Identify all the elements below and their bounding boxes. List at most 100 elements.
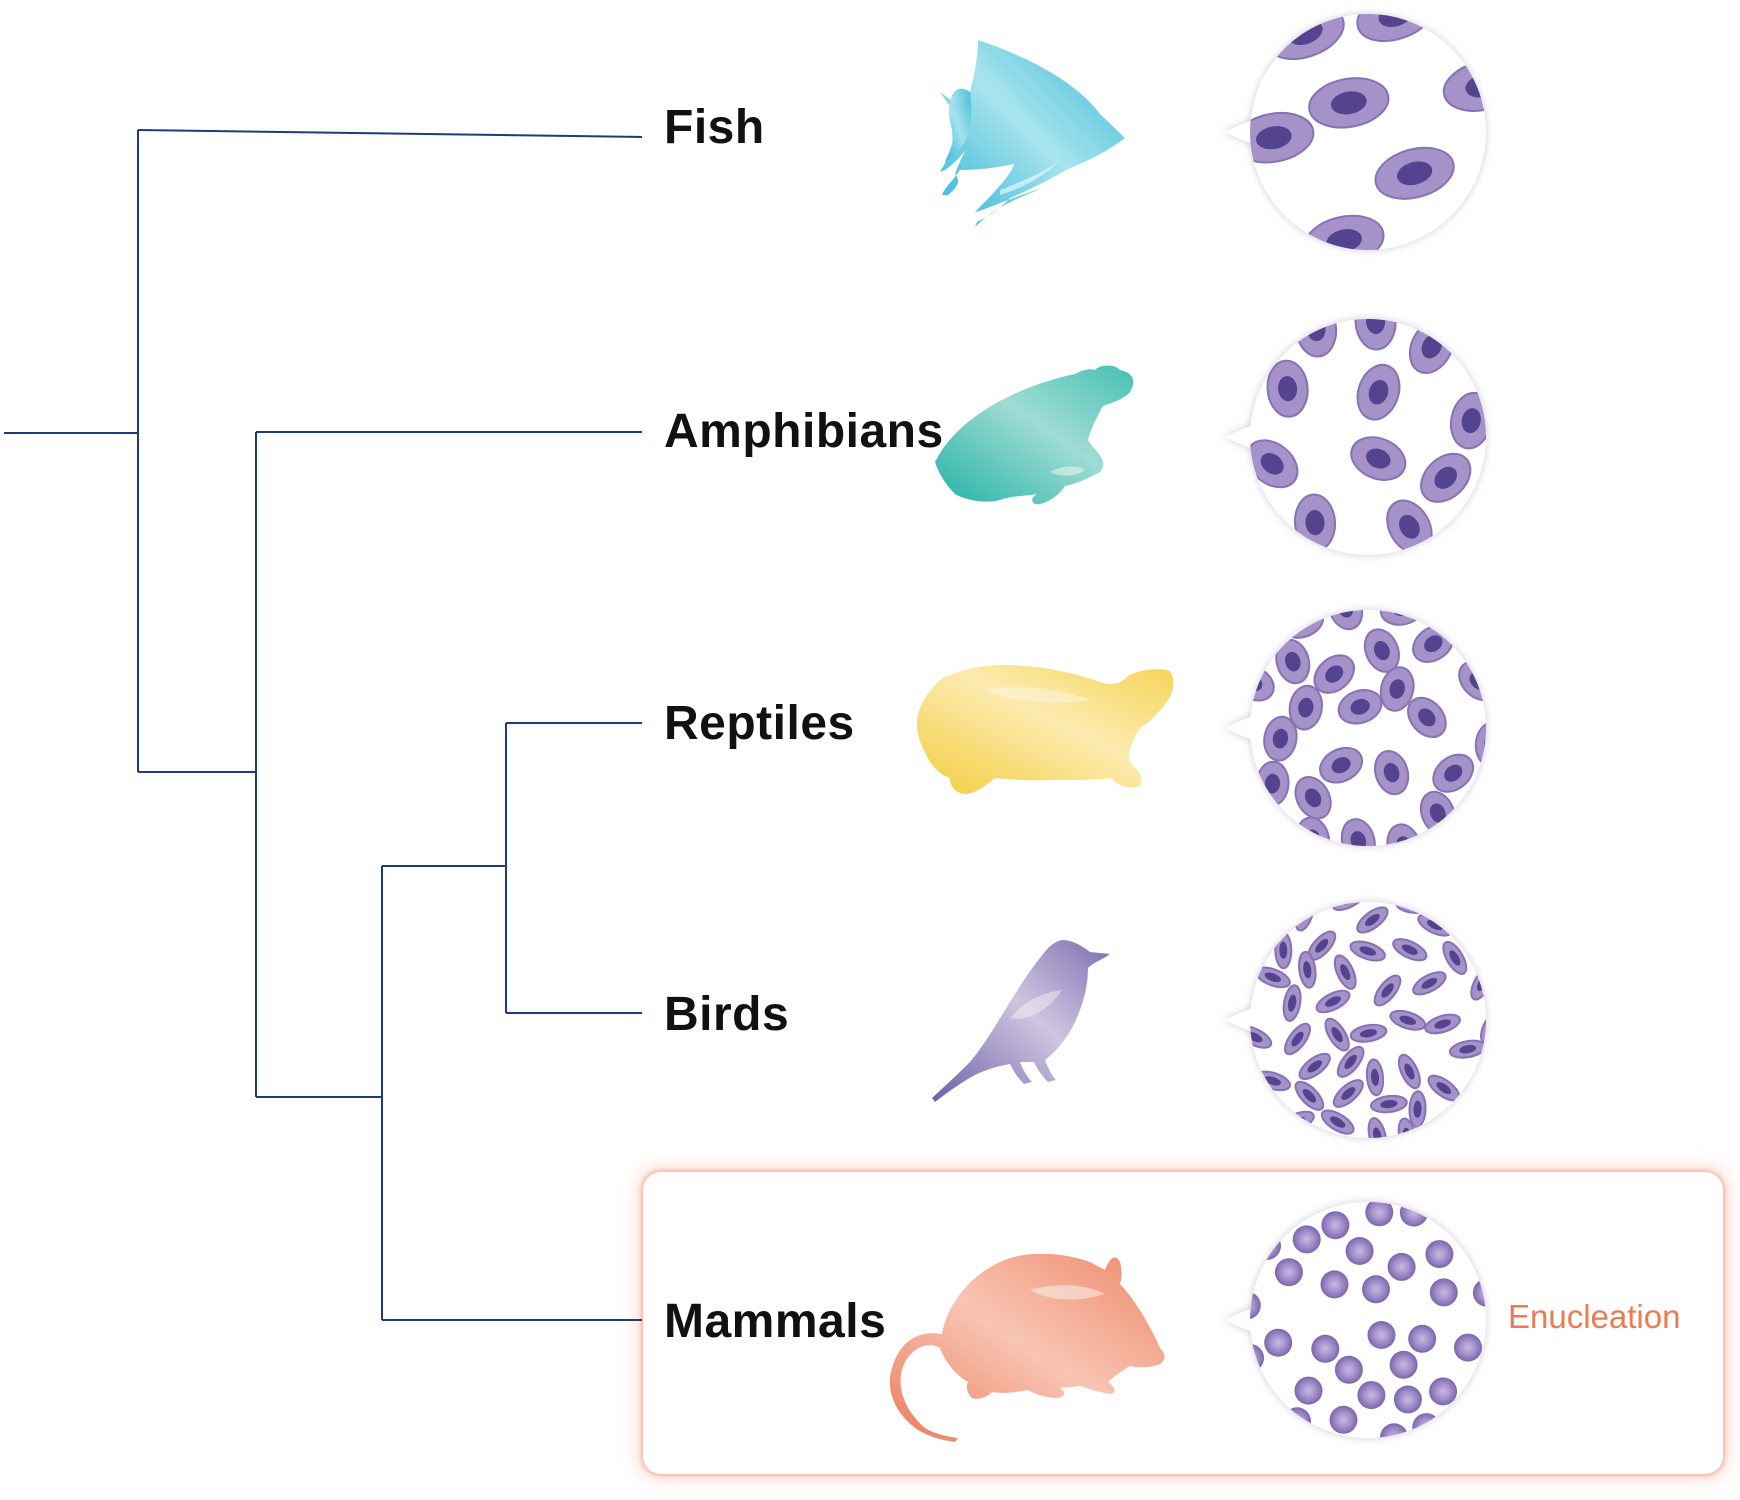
- nucleated-red-cell: [1298, 1052, 1331, 1081]
- nucleated-red-cell: [1294, 1080, 1325, 1111]
- label-reptiles: Reptiles: [664, 697, 855, 750]
- nucleated-red-cell: [1356, 906, 1389, 934]
- nucleated-red-cell: [1442, 940, 1468, 975]
- enucleated-red-cell: [1429, 1278, 1458, 1307]
- nucleated-red-cell: [1332, 1079, 1364, 1108]
- nucleated-red-cell: [1294, 776, 1332, 820]
- nucleated-red-cell: [1266, 359, 1309, 418]
- enucleated-red-cell: [1250, 1291, 1261, 1320]
- nucleated-red-cell: [1386, 499, 1433, 555]
- nucleated-red-cell: [1298, 950, 1317, 989]
- nucleated-red-cell: [1432, 753, 1475, 793]
- nucleated-red-cell: [1282, 984, 1302, 1022]
- label-fish: Fish: [664, 101, 765, 154]
- label-mammals: Mammals: [664, 1295, 887, 1348]
- mouse-silhouette-icon: [889, 1253, 1165, 1442]
- enucleated-red-cell: [1412, 1413, 1441, 1438]
- mammals-highlight-box: [643, 1172, 1723, 1474]
- nucleated-red-cell: [1397, 1053, 1421, 1090]
- enucleated-red-cell: [1399, 1202, 1428, 1227]
- cell-view-reptiles: [1224, 610, 1486, 846]
- nucleated-red-cell: [1288, 684, 1323, 731]
- nucleated-red-cell: [1374, 146, 1455, 200]
- enucleated-red-cell: [1311, 1334, 1340, 1363]
- nucleated-red-cell: [1412, 971, 1447, 996]
- enucleated-red-cell: [1274, 1258, 1303, 1287]
- nucleated-red-cell: [1448, 1039, 1486, 1059]
- nucleated-red-cell: [1350, 436, 1407, 481]
- nucleated-red-cell: [1324, 1017, 1350, 1052]
- enucleated-red-cell: [1321, 1211, 1350, 1240]
- nucleated-red-cell: [1424, 1013, 1461, 1035]
- enucleated-red-cell: [1250, 1344, 1264, 1372]
- nucleated-red-cell: [1250, 439, 1299, 489]
- enucleated-red-cell: [1365, 1202, 1394, 1227]
- enucleated-red-cell: [1264, 1328, 1293, 1357]
- enucleated-red-cell: [1380, 1423, 1408, 1438]
- enucleated-red-cell: [1367, 1321, 1396, 1349]
- nucleated-red-cell: [1408, 1090, 1427, 1129]
- nucleated-red-cell: [1365, 1058, 1385, 1097]
- nucleated-red-cell: [1356, 363, 1401, 421]
- fish-silhouette-icon: [940, 40, 1125, 227]
- enucleated-red-cell: [1253, 1231, 1281, 1260]
- bird-silhouette-icon: [932, 940, 1110, 1102]
- enucleated-red-cell: [1362, 1275, 1390, 1304]
- nucleated-red-cell: [1389, 1009, 1427, 1031]
- nucleated-red-cell: [1480, 1008, 1486, 1044]
- enucleated-red-cell: [1389, 1350, 1418, 1379]
- enucleated-red-cell: [1334, 1355, 1363, 1384]
- enucleated-red-cell: [1425, 1240, 1454, 1269]
- nucleated-red-cell: [1373, 750, 1410, 796]
- nucleated-red-cell: [1420, 452, 1472, 503]
- nucleated-red-cell: [1319, 746, 1364, 784]
- nucleated-red-cell: [1407, 696, 1447, 739]
- label-birds: Birds: [664, 988, 790, 1041]
- nucleated-red-cell: [1283, 1022, 1312, 1056]
- enucleated-red-cell: [1357, 1381, 1386, 1410]
- nucleated-red-cell: [1363, 628, 1400, 673]
- nucleated-red-cell: [1349, 940, 1386, 962]
- nucleated-red-cell: [1274, 931, 1293, 970]
- nucleated-red-cell: [1337, 689, 1383, 725]
- nucleated-red-cell: [1320, 1109, 1355, 1135]
- nucleated-red-cell: [1370, 1094, 1408, 1114]
- enucleated-red-cell: [1329, 1405, 1358, 1434]
- enucleated-red-cell: [1429, 1377, 1458, 1406]
- nucleated-red-cell: [1333, 954, 1357, 990]
- nucleated-red-cell: [1293, 493, 1337, 552]
- enucleated-red-cell: [1320, 1270, 1349, 1299]
- nucleated-red-cell: [1308, 77, 1390, 129]
- nucleated-red-cell: [1373, 974, 1402, 1007]
- nucleated-red-cell: [1250, 111, 1315, 164]
- nucleated-red-cell: [1315, 989, 1351, 1014]
- nucleated-red-cell: [1263, 715, 1298, 762]
- cell-view-birds: [1224, 902, 1486, 1138]
- enucleated-red-cell: [1472, 1278, 1486, 1307]
- nucleated-red-cell: [1449, 391, 1486, 450]
- enucleated-red-cell: [1387, 1252, 1416, 1281]
- nucleated-red-cell: [1349, 1023, 1388, 1043]
- blood-cell-views: [1224, 14, 1486, 1438]
- nucleated-red-cell: [1336, 1045, 1365, 1078]
- cell-view-amphibians: [1224, 319, 1486, 555]
- enucleated-red-cell: [1408, 1324, 1437, 1353]
- enucleated-red-cell: [1292, 1225, 1321, 1254]
- turtle-silhouette-icon: [916, 664, 1174, 794]
- branch-fish: [137, 129, 643, 138]
- enucleated-red-cell: [1294, 1376, 1323, 1405]
- enucleated-red-cell: [1454, 1333, 1482, 1362]
- nucleated-red-cell: [1379, 666, 1415, 712]
- nucleated-red-cell: [1313, 654, 1355, 694]
- nucleated-red-cell: [1392, 938, 1428, 962]
- enucleated-red-cell: [1283, 1407, 1311, 1436]
- nucleated-red-cell: [1367, 1117, 1388, 1138]
- nucleated-red-cell: [1427, 1074, 1461, 1102]
- label-amphibians: Amphibians: [664, 405, 944, 458]
- frog-silhouette-icon: [935, 365, 1134, 505]
- cell-view-fish: [1224, 14, 1486, 250]
- cell-view-mammals: [1224, 1202, 1486, 1438]
